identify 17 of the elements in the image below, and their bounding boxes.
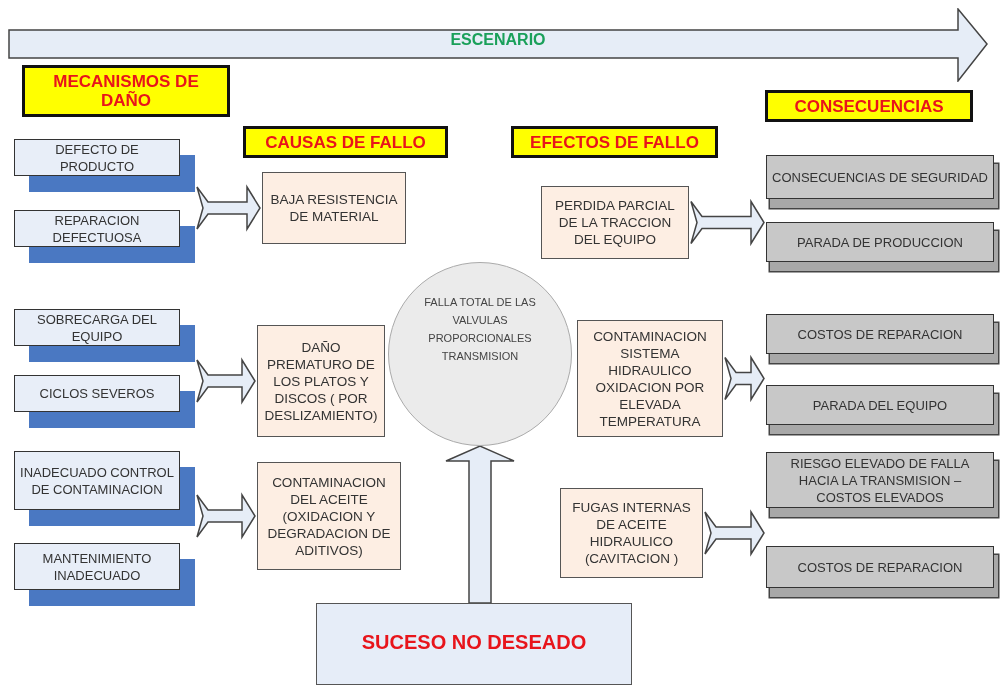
section-header: MECANISMOS DE DAÑO [22,65,230,117]
cause-box: BAJA RESISTENCIA DE MATERIAL [262,172,406,244]
failure-circle: FALLA TOTAL DE LAS VALVULAS PROPORCIONALES TRANSMISION [388,262,572,446]
event-box: SUCESO NO DESEADO [316,603,632,685]
cause-box: CONTAMINACION DEL ACEITE (OXIDACION Y DEGRADACION DE ADITIVOS) [257,462,401,570]
block-arrow [704,509,765,557]
block-arrow [724,354,765,403]
block-arrow [445,445,515,604]
effect-box: FUGAS INTERNAS DE ACEITE HIDRAULICO (CAVITACION ) [560,488,703,578]
scenario-label: ESCENARIO [450,31,546,49]
effect-box: CONTAMINACION SISTEMA HIDRAULICO OXIDACION POR ELEVADA TEMPERATURA [577,320,723,437]
effect-box: PERDIDA PARCIAL DE LA TRACCION DEL EQUIPO [541,186,689,259]
cause-box: DAÑO PREMATURO DE LOS PLATOS Y DISCOS ( POR DESLIZAMIENTO) [257,325,385,437]
block-arrow [690,198,765,247]
section-header: CONSECUENCIAS [765,90,973,122]
section-header: CAUSAS DE FALLO [243,126,448,158]
section-header: EFECTOS DE FALLO [511,126,718,158]
